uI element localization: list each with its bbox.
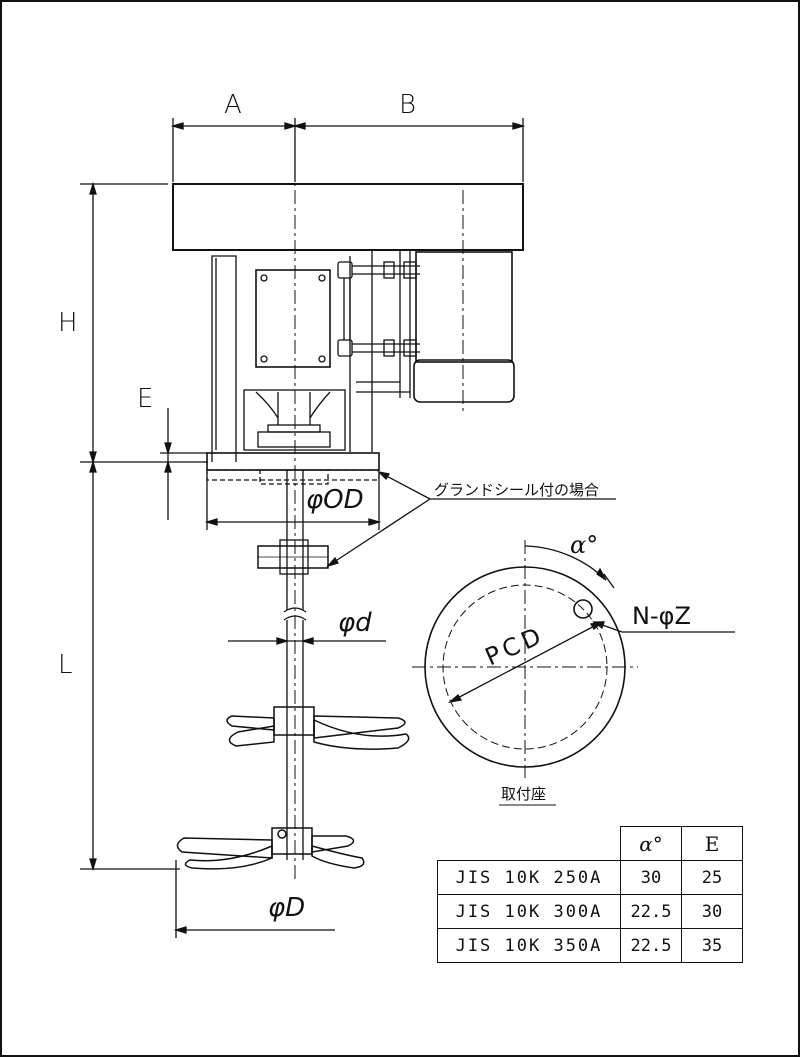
table-row: JIS 10K 300A 22.5 30	[437, 894, 743, 929]
holes-label: N-φZ	[632, 602, 691, 630]
table-header-blank	[437, 826, 621, 861]
dimension-big-d	[173, 860, 335, 938]
alpha-label: α°	[570, 531, 599, 559]
dim-e-label: E	[137, 384, 154, 414]
agitator-drive-unit	[172, 183, 524, 471]
table-cell-e: 30	[681, 894, 743, 929]
table-header-row: α° E	[437, 826, 743, 861]
dimension-d	[228, 637, 386, 645]
table-cell-alpha: 22.5	[620, 928, 682, 963]
table-cell-alpha: 22.5	[620, 894, 682, 929]
upper-impeller	[226, 706, 410, 750]
dim-od-label: φOD	[306, 485, 364, 515]
mounting-flange	[412, 540, 735, 778]
table-header-e: E	[681, 826, 743, 861]
dim-b-label: B	[399, 90, 417, 120]
table-row: JIS 10K 250A 30 25	[437, 860, 743, 895]
table-cell-e: 35	[681, 928, 743, 963]
gland-seal-note: グランドシール付の場合	[434, 481, 600, 499]
lower-impeller	[176, 827, 365, 870]
gland-seal-outline	[206, 469, 380, 485]
flange-spec-table: α° E JIS 10K 250A 30 25 JIS 10K 300A 22.…	[437, 826, 743, 963]
table-cell-e: 25	[681, 860, 743, 895]
table-row: JIS 10K 350A 22.5 35	[437, 928, 743, 963]
table-cell-alpha: 30	[620, 860, 682, 895]
dim-big-d-label: φD	[268, 893, 306, 923]
dim-d-label: φd	[338, 608, 372, 638]
table-cell-name: JIS 10K 350A	[437, 928, 621, 963]
dim-a-label: A	[224, 90, 242, 120]
centerlines	[294, 140, 464, 880]
dim-l-label: L	[58, 650, 73, 680]
dim-h-label: H	[58, 308, 78, 338]
table-header-alpha: α°	[620, 826, 682, 861]
gland-seal-leader	[326, 470, 616, 568]
agitator-shaft	[257, 470, 329, 860]
mounting-seat-note: 取付座	[501, 785, 547, 803]
dimension-od	[204, 472, 382, 530]
table-cell-name: JIS 10K 300A	[437, 894, 621, 929]
dimension-a-b	[170, 118, 526, 182]
table-cell-name: JIS 10K 250A	[437, 860, 621, 895]
bolt-hole	[573, 599, 593, 619]
dimension-h-e-l	[80, 181, 208, 872]
